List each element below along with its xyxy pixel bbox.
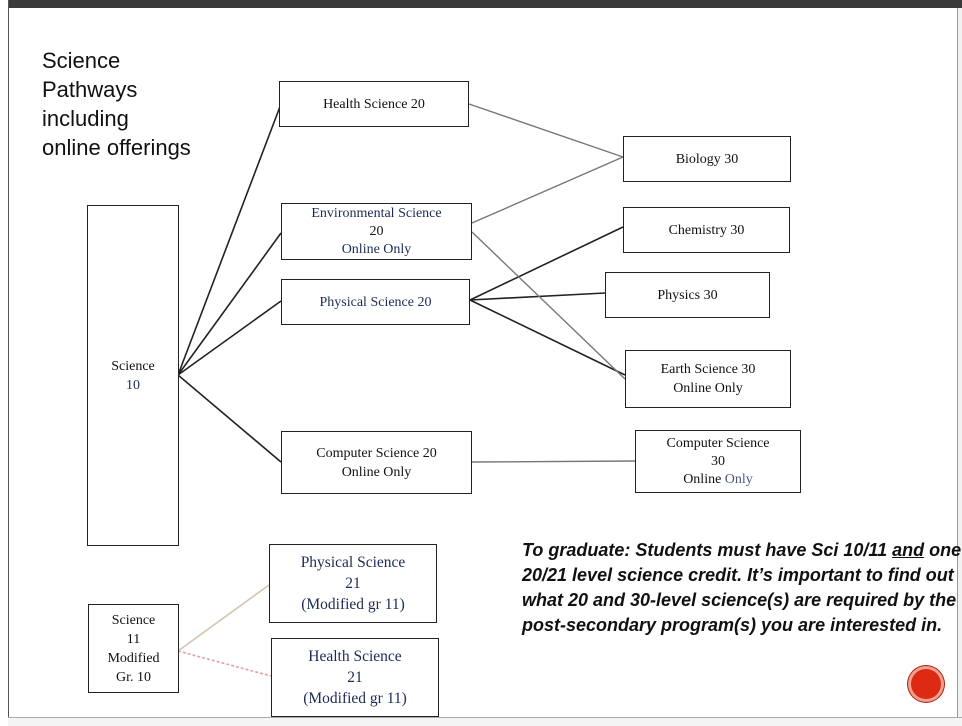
node-physical-science-20: Physical Science 20: [281, 279, 470, 325]
node-healthsci21-line1: Health Science: [308, 648, 402, 665]
node-comp30-line1: Computer Science: [666, 435, 770, 451]
node-physical-science-20-label: Physical Science 20: [319, 294, 432, 310]
graduation-note-part2: one 20/21 level science credit. It’s imp…: [522, 540, 962, 635]
node-physsci21-line1: Physical Science: [300, 554, 406, 571]
node-chemistry-30-label: Chemistry 30: [668, 222, 745, 238]
node-computer-science-20: Computer Science 20 Online Only: [281, 431, 472, 494]
line-sci10-health20: [177, 103, 282, 376]
frame-right-border: [957, 8, 962, 725]
node-science-11-modified: Science 11 Modified Gr. 10: [88, 604, 179, 693]
line-sci11-healthsci21: [177, 650, 272, 677]
node-physics-30-label: Physics 30: [657, 287, 718, 303]
frame-top-border: [0, 0, 962, 8]
node-comp20-line2: Online Only: [341, 464, 412, 480]
node-earth30-line2: Online Only: [673, 381, 743, 396]
node-comp30-line3b: Only: [724, 471, 753, 487]
node-physics-30: Physics 30: [605, 272, 770, 318]
node-comp30-line2: 30: [711, 453, 725, 469]
frame-bottom-border: [8, 717, 962, 726]
node-sci11-line2: 11: [126, 631, 141, 647]
node-health-science-20: Health Science 20: [279, 81, 469, 127]
frame-left-border: [0, 0, 9, 725]
node-physsci21-line2: 21: [345, 575, 361, 592]
line-phys20-earth30: [469, 299, 626, 376]
node-healthsci21-line2: 21: [347, 669, 363, 686]
line-sci10-phys20: [177, 300, 282, 376]
line-sci10-env20: [177, 232, 282, 376]
node-science-10: Science 10: [87, 205, 179, 546]
diagram-title: Science Pathways including online offeri…: [42, 48, 191, 160]
line-phys20-phys30: [469, 292, 606, 301]
graduation-note-underlined: and: [892, 540, 925, 560]
graduation-note-part1: To graduate: Students must have Sci 10/1…: [522, 540, 893, 560]
node-env20-line2: 20: [369, 223, 384, 239]
node-env20-line3: Online Only: [341, 241, 412, 257]
node-environmental-science-20: Environmental Science 20 Online Only: [281, 203, 472, 260]
line-sci10-comp20: [177, 374, 282, 463]
node-computer-science-30: Computer Science 30 Online Only: [635, 430, 801, 493]
node-biology-30-label: Biology 30: [675, 151, 739, 167]
node-health-science-21: Health Science 21 (Modified gr 11): [271, 638, 439, 717]
line-phys20-chem30: [469, 226, 624, 301]
node-sci11-line3: Modified: [107, 650, 160, 666]
node-health-science-20-label: Health Science 20: [323, 96, 425, 112]
node-env20-line1: Environmental Science: [311, 205, 442, 221]
line-env20-earth30: [471, 231, 626, 380]
node-comp30-line3: Online Only: [683, 471, 753, 489]
line-comp20-comp30: [471, 460, 636, 463]
node-sci11-line1: Science: [111, 612, 156, 628]
node-physsci21-line3: (Modified gr 11): [301, 596, 405, 613]
line-sci11-physsci21: [177, 584, 270, 652]
line-health20-bio30: [468, 103, 624, 158]
node-biology-30: Biology 30: [623, 136, 791, 182]
node-physical-science-21: Physical Science 21 (Modified gr 11): [269, 544, 437, 623]
node-earth-science-30: Earth Science 30 Online Only: [625, 350, 791, 408]
node-earth30-line1: Earth Science 30: [660, 362, 756, 377]
node-healthsci21-line3: (Modified gr 11): [303, 690, 407, 707]
red-dot-icon: [908, 666, 944, 702]
node-science-10-line2: 10: [126, 377, 140, 393]
node-science-10-line1: Science: [111, 358, 155, 374]
node-comp20-line1: Computer Science 20: [316, 445, 437, 461]
graduation-note: To graduate: Students must have Sci 10/1…: [522, 538, 962, 638]
node-comp30-line3a: Online: [683, 471, 725, 487]
line-env20-bio30: [471, 156, 624, 224]
node-sci11-line4: Gr. 10: [116, 669, 151, 685]
node-chemistry-30: Chemistry 30: [623, 207, 790, 253]
